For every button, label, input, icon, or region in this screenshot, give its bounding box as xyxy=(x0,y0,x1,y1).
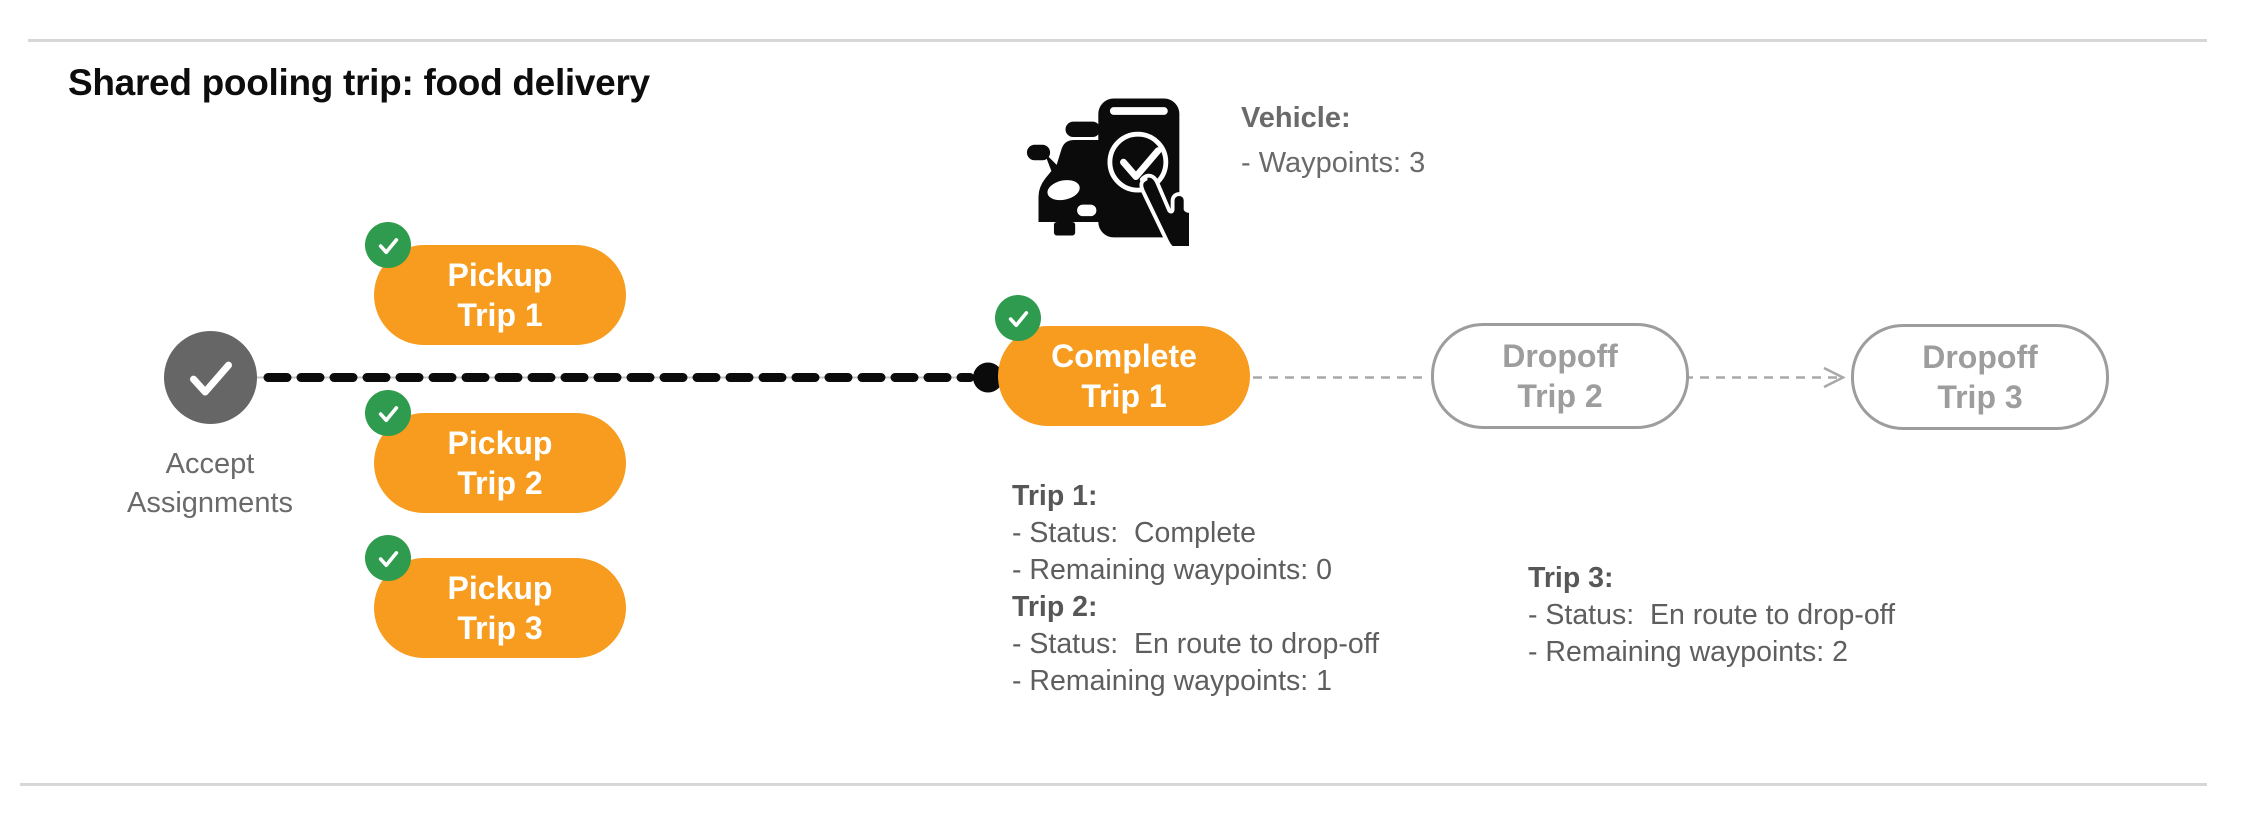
accept-assignments-label: Accept Assignments xyxy=(35,445,385,523)
pill-label-line2: Trip 1 xyxy=(1081,378,1167,414)
accept-label-line1: Accept xyxy=(165,448,255,480)
pill-label-line2: Trip 3 xyxy=(457,610,543,646)
done-badge-pickup-1 xyxy=(365,222,411,268)
node-pickup-trip-3: Pickup Trip 3 xyxy=(374,558,626,658)
pill-label-line2: Trip 2 xyxy=(457,465,543,501)
node-dropoff-trip-2: Dropoff Trip 2 xyxy=(1431,323,1689,429)
accept-label-line2: Assignments xyxy=(126,487,293,519)
trip-3-heading: Trip 3: xyxy=(1528,562,1614,594)
pill-label-line1: Complete xyxy=(1051,338,1197,374)
page-title: Shared pooling trip: food delivery xyxy=(68,62,650,103)
pill-label-line1: Pickup xyxy=(447,257,553,293)
done-badge-complete-1 xyxy=(995,295,1041,341)
vehicle-info: Vehicle: - Waypoints: 3 xyxy=(1241,96,1425,186)
trip-3-status: - Status: En route to drop-off xyxy=(1528,599,1896,631)
pill-label-line1: Pickup xyxy=(447,570,553,606)
trip-3-waypoints: - Remaining waypoints: 2 xyxy=(1528,636,1848,668)
pill-label-line2: Trip 3 xyxy=(1937,379,2023,415)
trip-2-status: - Status: En route to drop-off xyxy=(1012,628,1380,660)
check-icon xyxy=(1008,310,1028,327)
trip-2-heading: Trip 2: xyxy=(1012,591,1098,623)
pointing-hand-icon xyxy=(1139,173,1189,246)
pill-label-line1: Pickup xyxy=(447,425,553,461)
trip-1-heading: Trip 1: xyxy=(1012,480,1098,512)
check-icon xyxy=(378,550,398,567)
trip-1-waypoints: - Remaining waypoints: 0 xyxy=(1012,554,1332,586)
pill-label-line2: Trip 2 xyxy=(1517,378,1603,414)
node-dropoff-trip-3: Dropoff Trip 3 xyxy=(1851,324,2109,430)
bottom-divider xyxy=(20,783,2207,786)
node-complete-trip-1: Complete Trip 1 xyxy=(998,326,1250,426)
vehicle-label: Vehicle: xyxy=(1241,102,1351,134)
accept-assignments-node xyxy=(164,331,257,424)
arrowhead-right-icon xyxy=(1823,366,1846,389)
done-badge-pickup-2 xyxy=(365,390,411,436)
top-divider xyxy=(28,39,2207,42)
trip-2-waypoints: - Remaining waypoints: 1 xyxy=(1012,665,1332,697)
route-waypoint-dot xyxy=(973,362,1003,393)
check-icon xyxy=(378,405,398,422)
vehicle-waypoints: - Waypoints: 3 xyxy=(1241,147,1426,179)
check-icon xyxy=(189,361,232,395)
pill-label-line1: Dropoff xyxy=(1922,339,2038,375)
trip-1-status: - Status: Complete xyxy=(1012,517,1256,549)
node-pickup-trip-2: Pickup Trip 2 xyxy=(374,413,626,513)
check-icon xyxy=(378,237,398,254)
node-pickup-trip-1: Pickup Trip 1 xyxy=(374,245,626,345)
car-phone-check-icon xyxy=(1026,98,1189,246)
pill-label-line1: Dropoff xyxy=(1502,338,1618,374)
trip-status-block-1: Trip 1: - Status: Complete - Remaining w… xyxy=(1012,478,1379,700)
trip-status-block-2: Trip 3: - Status: En route to drop-off -… xyxy=(1528,560,1895,671)
done-badge-pickup-3 xyxy=(365,535,411,581)
pill-label-line2: Trip 1 xyxy=(457,297,543,333)
